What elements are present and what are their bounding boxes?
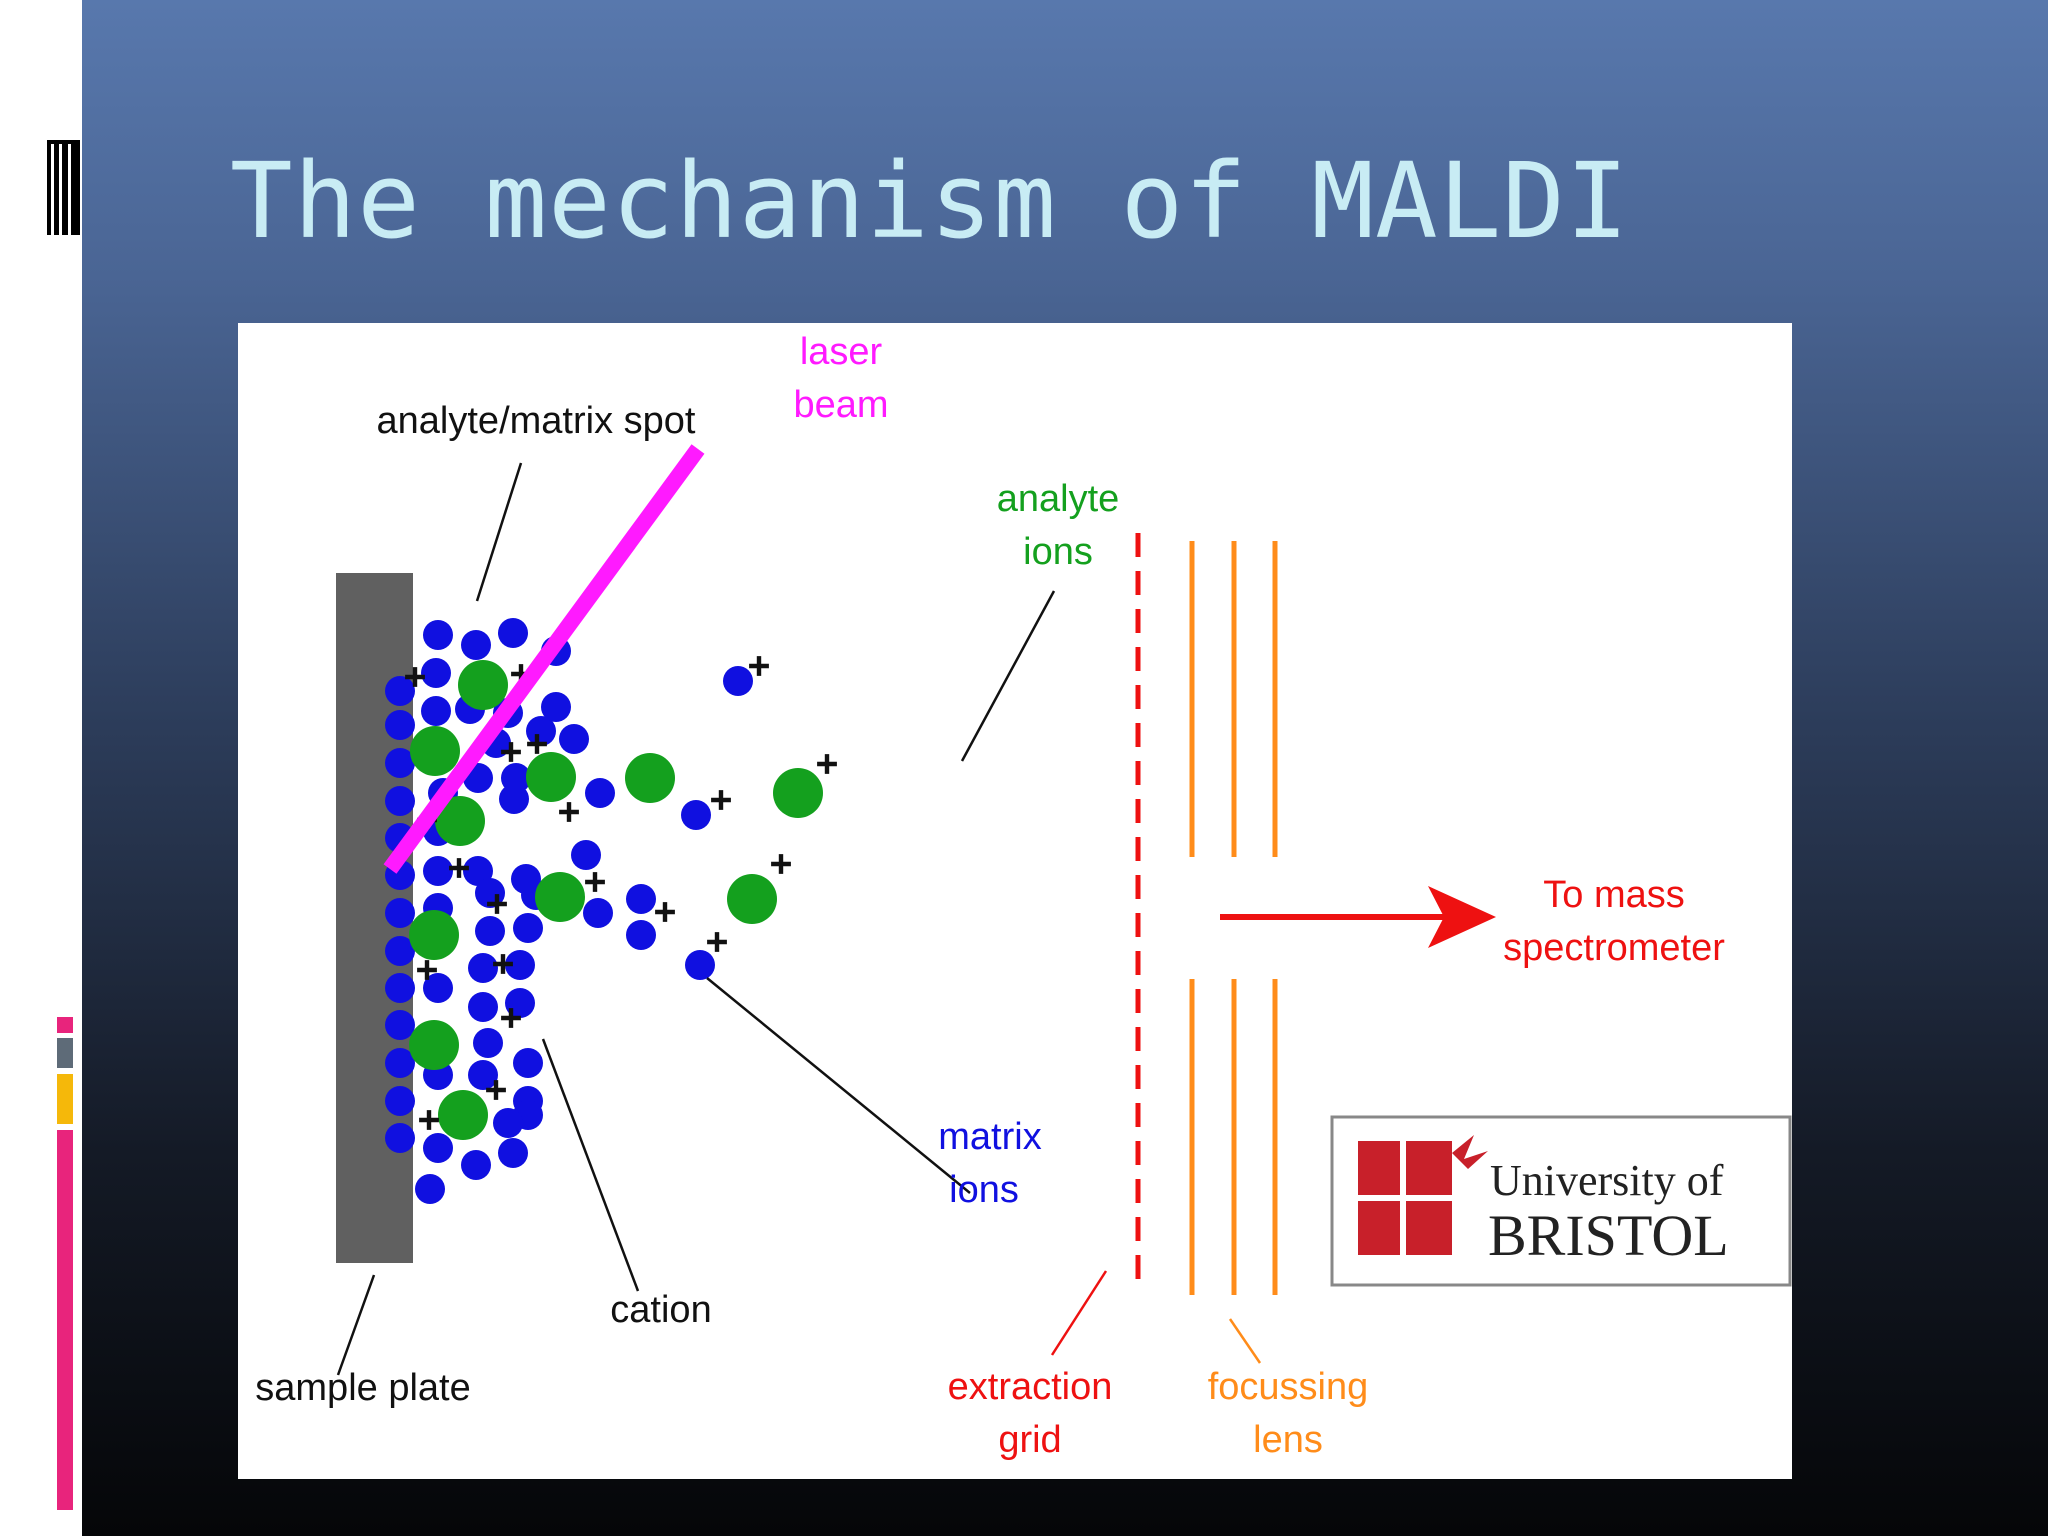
left-margin-strip — [0, 0, 82, 1536]
slide-title: The mechanism of MALDI — [230, 140, 1630, 262]
focussing-lens-label-line1: focussing — [1208, 1366, 1369, 1408]
matrix-ions-label-line2: ions — [949, 1169, 1019, 1211]
focussing-lens — [1189, 541, 1278, 1295]
analyte-matrix-spot-label: analyte/matrix spot — [377, 400, 696, 442]
sample-plate-label: sample plate — [255, 1367, 470, 1409]
university-of-bristol-logo: University of BRISTOL — [1330, 1115, 1792, 1287]
logo-bristol-text: BRISTOL — [1488, 1203, 1729, 1268]
bristol-crest-icon — [1358, 1135, 1488, 1255]
decorative-bars — [47, 140, 80, 1510]
accent-yellow — [57, 1074, 73, 1124]
ejected-matrix-ions — [499, 666, 753, 980]
label-pointer-lines — [336, 462, 1262, 1376]
maldi-diagram: laser beam analyte/matrix spot analyte i… — [238, 323, 1792, 1479]
cation-label: cation — [610, 1289, 711, 1331]
analyte-ions-label-line1: analyte — [997, 478, 1120, 520]
ejected-analyte-ions — [526, 752, 823, 924]
laser-beam-label-line2: beam — [793, 384, 888, 426]
arrow-to-mass-spectrometer — [1220, 886, 1496, 948]
extraction-grid-label-line1: extraction — [948, 1366, 1113, 1408]
focussing-lens-label-line2: lens — [1253, 1419, 1323, 1461]
laser-beam-label-line1: laser — [800, 331, 883, 373]
window-bars-icon — [47, 140, 80, 235]
matrix-ions-label-line1: matrix — [938, 1116, 1041, 1158]
analyte-spot-molecules — [409, 660, 508, 1140]
diagram-svg: laser beam analyte/matrix spot analyte i… — [255, 331, 1792, 1461]
logo-university-of-text: University of — [1490, 1156, 1724, 1205]
accent-gray — [57, 1038, 73, 1068]
laser-beam-line — [383, 444, 705, 874]
extraction-grid-label-line2: grid — [998, 1419, 1061, 1461]
accent-pink-small — [57, 1017, 73, 1033]
to-mass-spectrometer-label-line2: spectrometer — [1503, 927, 1725, 969]
accent-pink-long — [57, 1130, 73, 1510]
to-mass-spectrometer-label-line1: To mass — [1543, 874, 1684, 916]
analyte-ions-label-line2: ions — [1023, 531, 1093, 573]
